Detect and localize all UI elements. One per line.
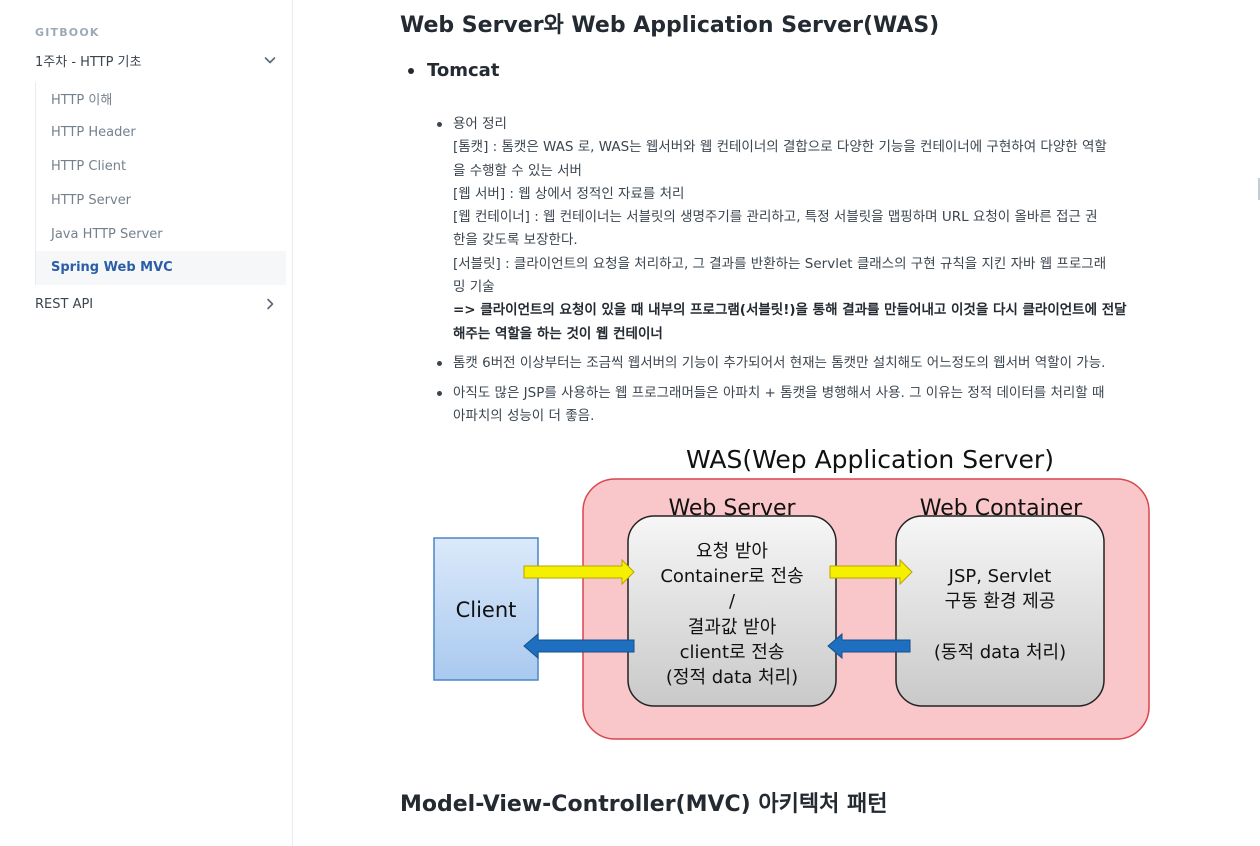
glossary-line: [톰캣] : 톰캣은 WAS 로, WAS는 웹서버와 웹 컨테이너의 결합으로… [453, 139, 1107, 156]
request-arrow-client-to-server [523, 558, 635, 586]
sidebar-group-label: 1주차 - HTTP 기초 [35, 54, 142, 70]
client-box [433, 537, 539, 681]
sidebar-sub-list: HTTP 이해 HTTP Header HTTP Client HTTP Ser… [35, 82, 286, 285]
bullet-tomcat-version: 톰캣 6버전 이상부터는 조금씩 웹서버의 기능이 추가되어서 현재는 톰캣만 … [437, 352, 1159, 375]
sidebar-item-label: Java HTTP Server [51, 226, 163, 242]
web-container-box [895, 515, 1105, 707]
bullet-text: 아파치의 성능이 더 좋음. [453, 408, 595, 425]
bullet-glossary: 용어 정리 [톰캣] : 톰캣은 WAS 로, WAS는 웹서버와 웹 컨테이너… [437, 113, 1159, 346]
brand-label: GITBOOK [35, 26, 100, 39]
sidebar-item-java-http-server[interactable]: Java HTTP Server [36, 217, 286, 251]
glossary-line: 용어 정리 [453, 116, 507, 132]
response-arrow-server-to-client [523, 632, 635, 660]
bullet-dot [408, 67, 414, 74]
sidebar-item-http-header[interactable]: HTTP Header [36, 116, 286, 150]
bullet-dot [437, 122, 442, 127]
response-arrow-container-to-server [827, 632, 911, 660]
glossary-line: [웹 컨테이너] : 웹 컨테이너는 서블릿의 생명주기를 관리하고, 특정 서… [453, 209, 1098, 226]
client-label: Client [456, 598, 517, 622]
web-container-line: 구동 환경 제공 [945, 591, 1056, 612]
web-server-line: client로 전송 [680, 642, 785, 663]
web-server-line: 요청 받아 [696, 541, 768, 562]
sidebar-item-http-client[interactable]: HTTP Client [36, 150, 286, 184]
glossary-summary-line: 해주는 역할을 하는 것이 웹 컨테이너 [453, 325, 663, 342]
sidebar-group-label: REST API [35, 296, 94, 312]
web-server-line: / [729, 591, 736, 612]
glossary-line: 밍 기술 [453, 279, 495, 296]
tomcat-heading: Tomcat [408, 60, 499, 81]
web-server-box [627, 515, 837, 707]
sidebar-item-http-server[interactable]: HTTP Server [36, 183, 286, 217]
web-server-line: Container로 전송 [660, 566, 803, 587]
section-heading-mvc: Model-View-Controller(MVC) 아키텍처 패턴 [400, 792, 888, 817]
web-server-line: (정적 data 처리) [666, 667, 798, 688]
sidebar-item-label: HTTP 이해 [51, 93, 113, 109]
chevron-down-icon [264, 57, 276, 64]
sidebar-group-rest-api[interactable]: REST API [35, 291, 278, 317]
glossary-line: [웹 서버] : 웹 상에서 정적인 자료를 처리 [453, 185, 685, 202]
scroll-edge-indicator [1258, 178, 1260, 200]
web-container-line: JSP, Servlet [948, 566, 1052, 587]
sidebar-group-http-basics[interactable]: 1주차 - HTTP 기초 [35, 47, 278, 73]
bullet-apache-tomcat: 아직도 많은 JSP를 사용하는 웹 프로그래머들은 아파치 + 톰캣을 병행해… [437, 382, 1159, 429]
glossary-line: 을 수행할 수 있는 서버 [453, 162, 582, 179]
glossary-summary-line: => 클라이언트의 요청이 있을 때 내부의 프로그램(서블릿!)을 통해 결과… [453, 302, 1127, 319]
sidebar-item-label: HTTP Server [51, 192, 132, 208]
chevron-right-icon [267, 298, 274, 310]
sidebar-item-http-understanding[interactable]: HTTP 이해 [36, 82, 286, 116]
web-container-line: (동적 data 처리) [934, 642, 1066, 663]
sidebar-item-spring-web-mvc[interactable]: Spring Web MVC [36, 250, 286, 285]
request-arrow-server-to-container [829, 558, 913, 586]
was-diagram-svg: WAS(Wep Application Server) Web Server W… [433, 445, 1150, 740]
tomcat-label: Tomcat [427, 60, 500, 81]
bullet-text: 아직도 많은 JSP를 사용하는 웹 프로그래머들은 아파치 + 톰캣을 병행해… [453, 385, 1105, 401]
bullet-dot [437, 391, 442, 396]
sidebar: GITBOOK 1주차 - HTTP 기초 HTTP 이해 HTTP Heade… [0, 0, 293, 846]
sidebar-item-label: HTTP Header [51, 125, 136, 141]
was-diagram: WAS(Wep Application Server) Web Server W… [430, 440, 1160, 750]
bullet-text: 톰캣 6버전 이상부터는 조금씩 웹서버의 기능이 추가되어서 현재는 톰캣만 … [453, 355, 1106, 371]
glossary-line: 한을 갖도록 보장한다. [453, 232, 578, 249]
bullet-dot [437, 361, 442, 366]
sidebar-item-label: Spring Web MVC [51, 260, 173, 276]
sidebar-item-label: HTTP Client [51, 158, 127, 174]
diagram-title: WAS(Wep Application Server) [686, 445, 1054, 474]
section-heading-was: Web Server와 Web Application Server(WAS) [400, 13, 940, 38]
web-server-line: 결과값 받아 [688, 617, 777, 638]
glossary-line: [서블릿] : 클라이언트의 요청을 처리하고, 그 결과를 반환하는 Serv… [453, 255, 1107, 272]
